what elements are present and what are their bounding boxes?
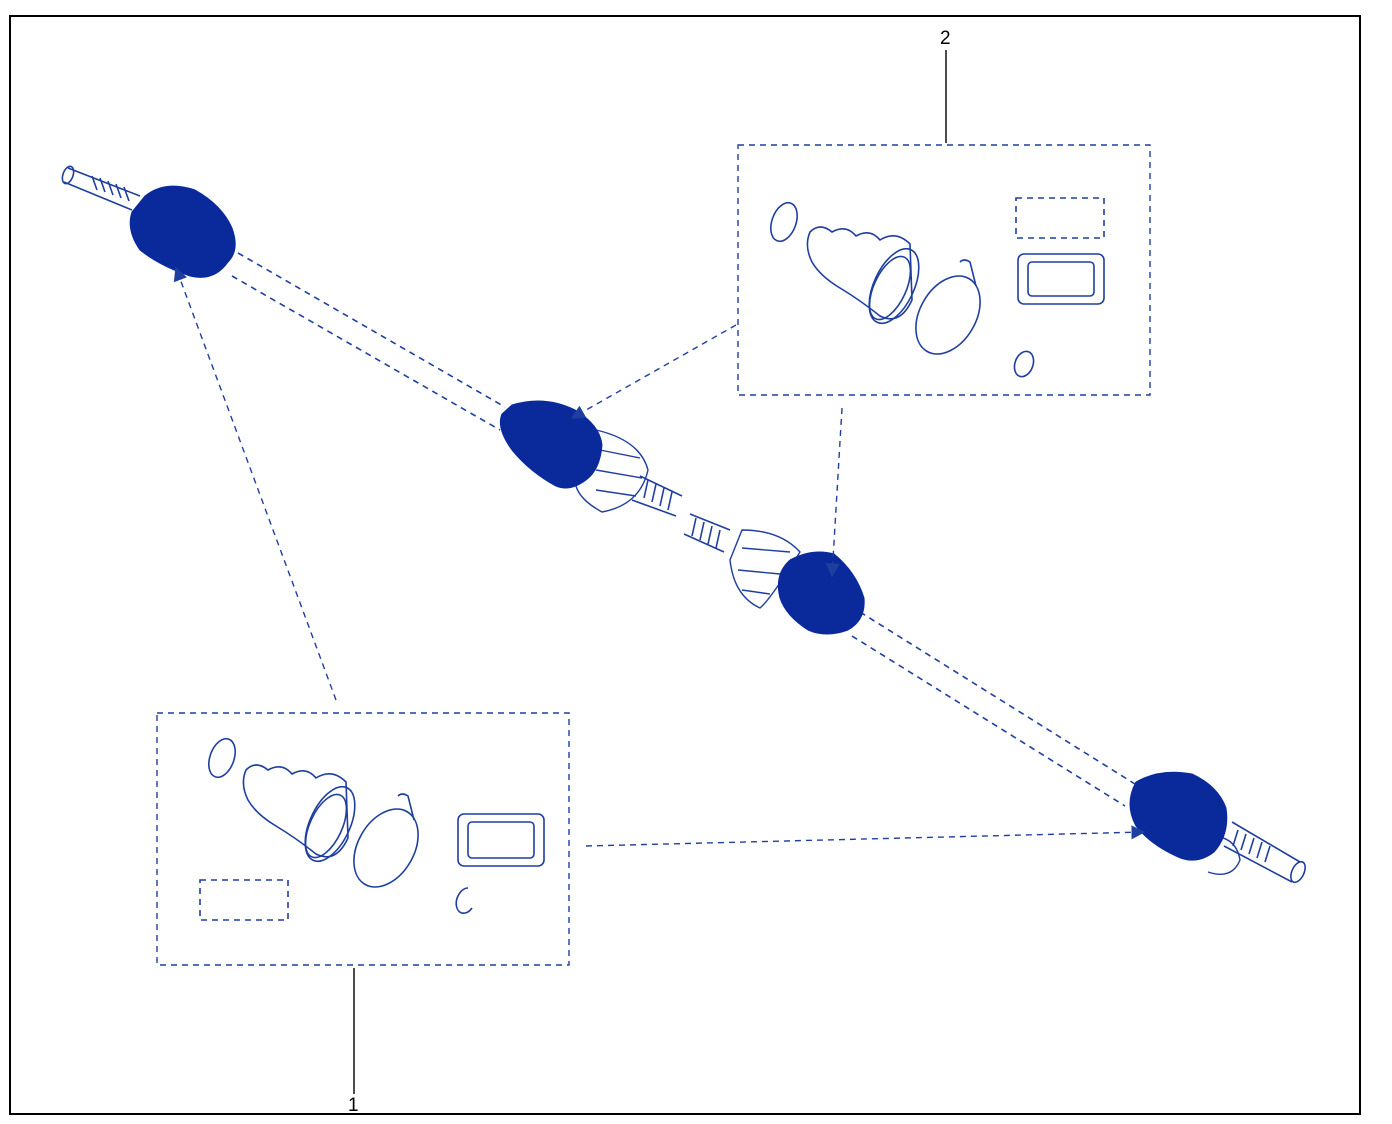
placeholder-part-icon (199, 879, 289, 921)
kit-box-2 (737, 144, 1151, 396)
leader-arrows (173, 266, 1146, 847)
grease-packet-icon (457, 813, 545, 867)
right-spline (1232, 829, 1271, 863)
boot-inner-right (777, 551, 865, 635)
boot-outer-right (1129, 771, 1228, 861)
drive-shaft (61, 165, 1306, 884)
callout-leaders (353, 50, 947, 1094)
left-spline (91, 175, 130, 202)
boot-inner-left (499, 400, 603, 489)
boot-outer-left (129, 185, 236, 278)
diagram-frame (9, 15, 1361, 1115)
grease-packet-icon (1017, 253, 1105, 305)
callout-1: 1 (348, 1095, 359, 1116)
small-clamp-icon (770, 201, 798, 243)
small-clamp-icon (208, 737, 236, 779)
kit-box-1 (156, 712, 570, 966)
boot-bellows-icon (242, 764, 349, 858)
cv-boots (129, 185, 1228, 861)
snap-ring-icon (455, 887, 473, 914)
large-clamp-icon (353, 808, 419, 888)
placeholder-part-icon (1015, 197, 1105, 239)
snap-ring-icon (1013, 350, 1035, 378)
callout-2: 2 (940, 28, 951, 49)
large-clamp-icon (915, 275, 981, 355)
boot-bellows-icon (806, 226, 913, 320)
